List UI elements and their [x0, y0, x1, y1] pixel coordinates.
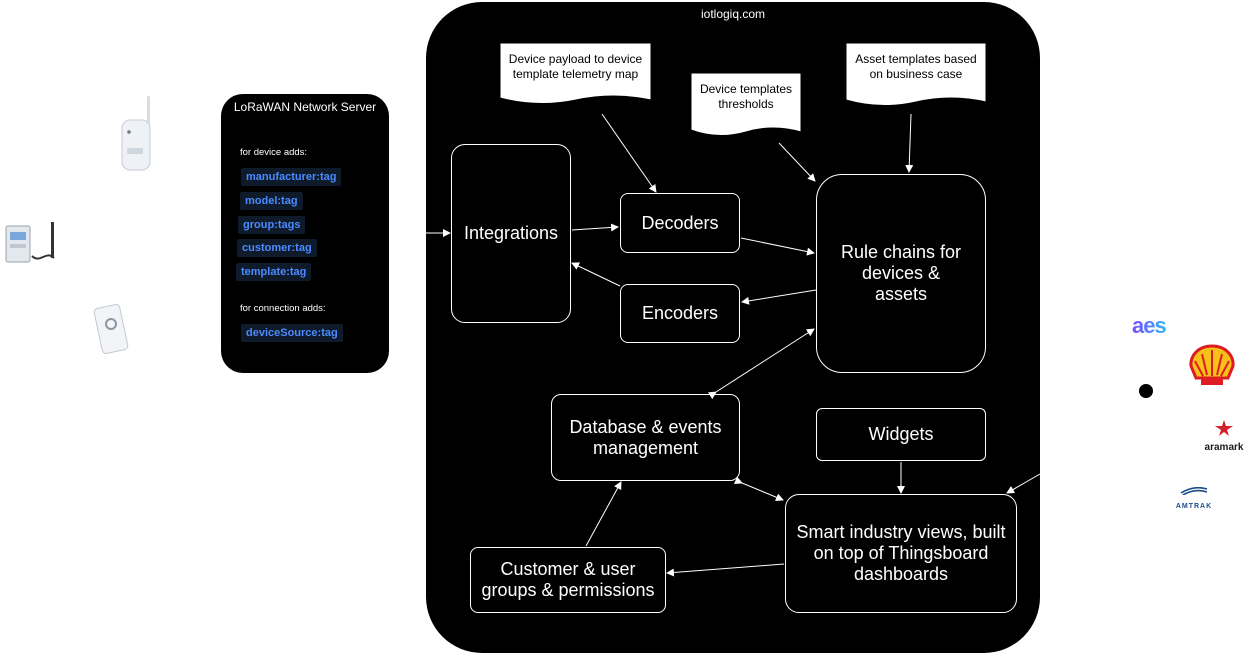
platform-title: iotlogiq.com	[700, 7, 766, 21]
amtrak-logo: AMTRAK	[1168, 487, 1220, 513]
database-events-box: Database & events management	[551, 394, 740, 481]
integrations-box: Integrations	[451, 144, 571, 323]
widgets-box: Widgets	[816, 408, 986, 461]
rule-chains-box: Rule chains for devices & assets	[816, 174, 986, 373]
asset-templates-document: Asset templates based on business case	[855, 52, 977, 81]
connection-adds-note: for connection adds:	[240, 303, 326, 314]
tag-device-source: deviceSource:tag	[241, 324, 343, 342]
black-dot-icon	[1139, 384, 1153, 398]
device-adds-note: for device adds:	[240, 147, 308, 158]
smart-industry-views-box: Smart industry views, built on top of Th…	[785, 494, 1017, 613]
tag-customer: customer:tag	[237, 239, 317, 257]
encoders-box: Encoders	[620, 284, 740, 343]
energy-meter-image	[4, 220, 60, 266]
customer-groups-box: Customer & user groups & permissions	[470, 547, 666, 613]
shell-logo	[1188, 344, 1236, 393]
decoders-box: Decoders	[620, 193, 740, 253]
lorawan-server-title: LoRaWAN Network Server	[233, 100, 377, 114]
aramark-logo: aramark	[1199, 419, 1248, 455]
sensor-device-image	[92, 304, 132, 356]
lora-gateway-image	[112, 96, 156, 174]
tag-model: model:tag	[240, 192, 303, 210]
tag-manufacturer: manufacturer:tag	[241, 168, 342, 186]
payload-map-document: Device payload to device template teleme…	[508, 52, 643, 81]
thresholds-document: Device templates thresholds	[699, 82, 793, 111]
tag-group: group:tags	[238, 216, 306, 234]
tag-template: template:tag	[236, 263, 312, 281]
aes-logo: aes	[1132, 313, 1167, 338]
